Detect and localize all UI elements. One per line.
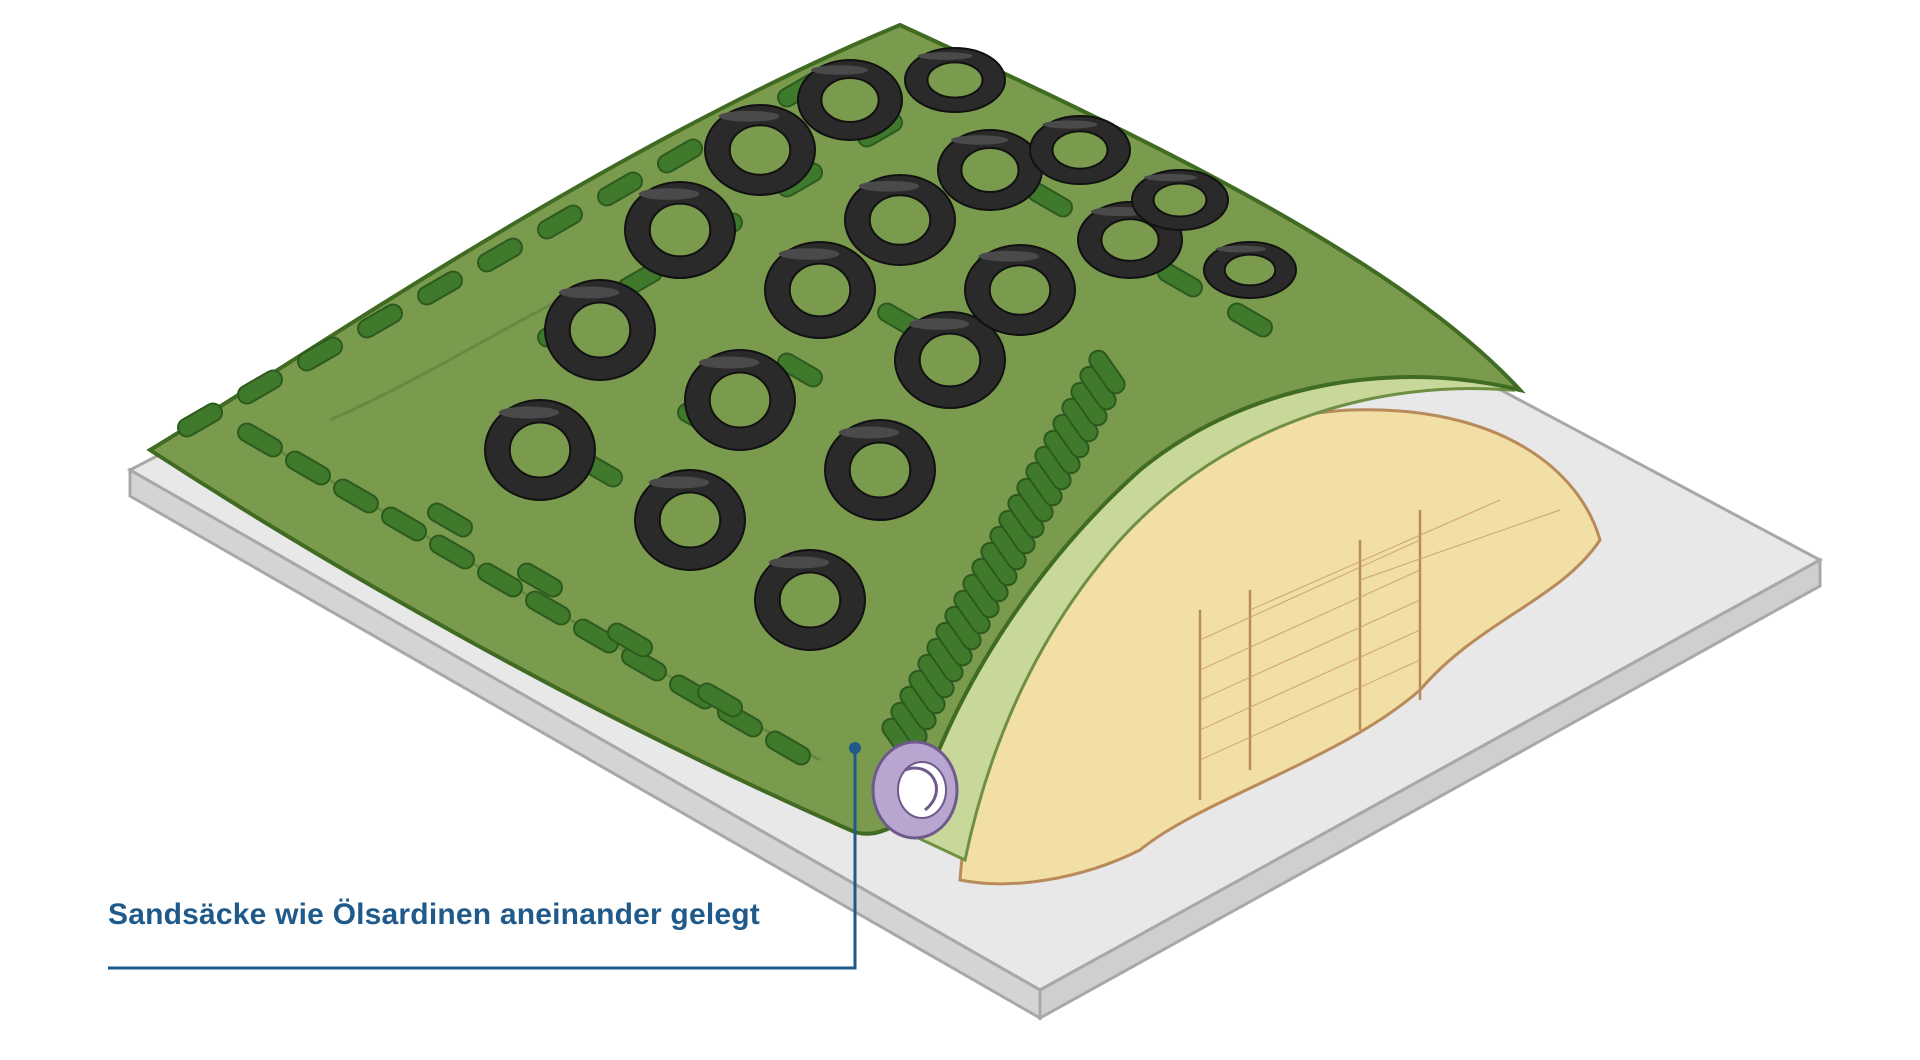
tire <box>484 399 596 501</box>
sandbag <box>429 534 475 570</box>
tire <box>1203 241 1297 299</box>
sandbag <box>697 682 743 718</box>
sandbag <box>477 237 523 273</box>
tire <box>684 349 796 451</box>
callout-leader <box>108 742 861 970</box>
sandbag <box>177 402 223 438</box>
sandbag <box>357 303 403 339</box>
tire <box>844 174 956 266</box>
sandbag <box>607 622 653 658</box>
tire <box>704 104 816 196</box>
sandbag <box>657 138 703 174</box>
sandbag <box>777 352 823 388</box>
sandbag <box>573 618 619 654</box>
sandbag <box>237 369 283 405</box>
sandbag <box>621 646 667 682</box>
sandbag <box>427 502 473 538</box>
sandbag <box>765 730 811 766</box>
sandbag <box>333 478 379 514</box>
sandbag <box>1088 349 1126 395</box>
tire <box>754 549 866 651</box>
sandbag <box>297 336 343 372</box>
tire <box>894 311 1006 409</box>
sandbag <box>237 422 283 458</box>
sandbag <box>381 506 427 542</box>
sandbag <box>285 450 331 486</box>
tire <box>1029 115 1131 185</box>
tire <box>544 279 656 381</box>
tire <box>797 59 903 141</box>
sandbag <box>525 590 571 626</box>
tire <box>824 419 936 521</box>
callout-label: Sandsäcke wie Ölsardinen aneinander gele… <box>108 898 760 931</box>
sandbag <box>417 270 463 306</box>
tire <box>634 469 746 571</box>
tire <box>624 181 736 279</box>
sandbag <box>1227 302 1273 338</box>
sandbag <box>477 562 523 598</box>
sandbag <box>537 204 583 240</box>
tire <box>937 129 1043 211</box>
tire <box>964 244 1076 336</box>
tire <box>764 241 876 339</box>
sandbag <box>517 562 563 598</box>
rolled-foil-edge <box>871 740 959 840</box>
tire-group <box>484 47 1297 651</box>
tire <box>904 47 1006 113</box>
sandbag <box>597 171 643 207</box>
tire <box>1131 169 1229 231</box>
